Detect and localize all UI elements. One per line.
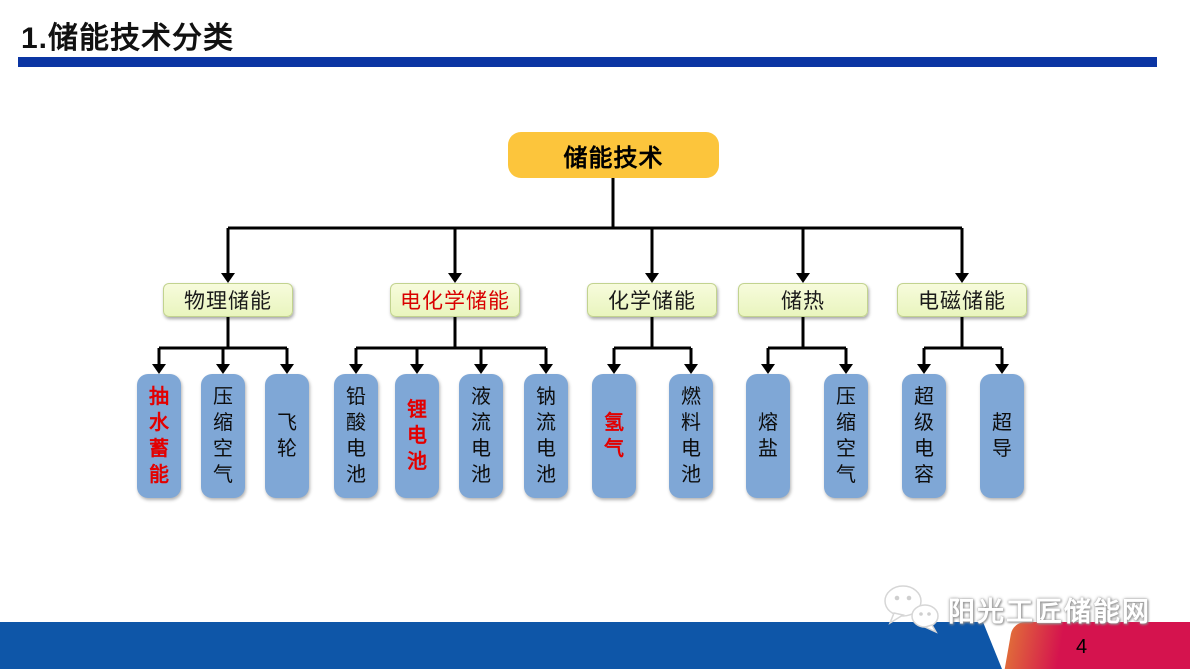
leaf-node: 超级电容 (902, 374, 946, 498)
branch-node-label: 化学储能 (608, 290, 696, 313)
leaf-node-label: 熔盐 (758, 412, 778, 460)
root-node-label: 储能技术 (563, 144, 664, 172)
leaf-node: 超导 (980, 374, 1024, 498)
leaf-node: 铅酸电池 (334, 374, 378, 498)
leaf-node: 压缩空气 (824, 374, 868, 498)
leaf-node-label: 燃料电池 (681, 386, 701, 486)
title-underline-bar (18, 57, 1157, 67)
leaf-node-label: 铅酸电池 (346, 386, 366, 486)
page-title: 1.储能技术分类 (21, 22, 235, 55)
leaf-node: 压缩空气 (201, 374, 245, 498)
leaf-node-label: 超级电容 (914, 386, 934, 486)
leaf-node-label: 抽水蓄能 (149, 386, 169, 486)
branch-node: 物理储能 (163, 283, 293, 317)
leaf-node: 熔盐 (746, 374, 790, 498)
leaf-node: 飞轮 (265, 374, 309, 498)
leaf-node-label: 压缩空气 (213, 386, 233, 486)
leaf-node-label: 压缩空气 (836, 386, 856, 486)
branch-node: 化学储能 (587, 283, 717, 317)
leaf-node-label: 超导 (992, 412, 1012, 460)
leaf-node-label: 锂电池 (407, 399, 427, 473)
leaf-node-label: 氢气 (604, 412, 624, 460)
leaf-node: 抽水蓄能 (137, 374, 181, 498)
page-number: 4 (1076, 636, 1088, 658)
branch-node-label: 储热 (781, 290, 825, 313)
watermark: 阳光工匠储能网 (882, 584, 1151, 634)
leaf-node: 氢气 (592, 374, 636, 498)
leaf-node: 锂电池 (395, 374, 439, 498)
branch-node: 电磁储能 (897, 283, 1027, 317)
leaf-node: 钠流电池 (524, 374, 568, 498)
root-node: 储能技术 (508, 132, 719, 178)
branch-node: 电化学储能 (390, 283, 520, 317)
leaf-node: 液流电池 (459, 374, 503, 498)
leaf-node-label: 液流电池 (471, 386, 491, 486)
leaf-node-label: 钠流电池 (536, 386, 556, 486)
leaf-node-label: 飞轮 (277, 412, 297, 460)
branch-node-label: 电磁储能 (918, 290, 1006, 313)
branch-node-label: 物理储能 (184, 290, 272, 313)
branch-node: 储热 (738, 283, 868, 317)
wechat-icon (884, 585, 939, 634)
branch-node-label: 电化学储能 (400, 290, 510, 313)
watermark-text: 阳光工匠储能网 (948, 596, 1151, 627)
leaf-node: 燃料电池 (669, 374, 713, 498)
footer-blue-bar (0, 622, 1002, 669)
